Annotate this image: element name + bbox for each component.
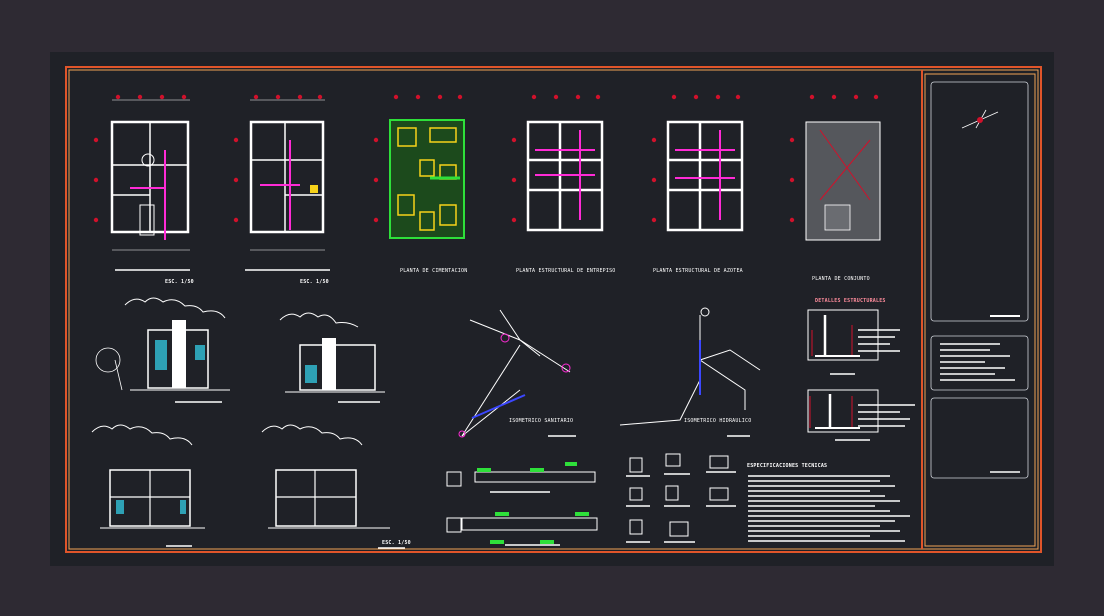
fixture-details — [626, 453, 736, 543]
north-arrow-icon — [961, 109, 999, 129]
plan4-title-label: PLANTA ESTRUCTURAL DE ENTREPISO — [516, 268, 616, 274]
foundation-plan — [389, 119, 465, 239]
plan6-title-label: PLANTA DE CONJUNTO — [812, 276, 870, 282]
frame-inner — [68, 69, 1039, 550]
plan2-scale-label: ESC. 1/50 — [300, 279, 329, 285]
elevation-front — [95, 297, 230, 403]
specs-text-block — [748, 475, 910, 542]
title-block-text-lines — [940, 343, 1020, 473]
elevation-side — [279, 312, 385, 403]
title-block-middle — [930, 335, 1029, 391]
frame-outer — [65, 66, 1042, 553]
section2-scale-label: ESC. 1/50 — [382, 540, 411, 546]
plan1-scale-label: ESC. 1/50 — [165, 279, 194, 285]
plan5-title-label: PLANTA ESTRUCTURAL DE AZOTEA — [653, 268, 743, 274]
iso-hydraulic-title: ISOMETRICO HIDRAULICO — [684, 418, 752, 424]
details-title-label: DETALLES ESTRUCTURALES — [815, 298, 886, 304]
tree-icon — [95, 347, 123, 391]
section-a — [100, 469, 205, 547]
specs-title-label: ESPECIFICACIONES TECNICAS — [747, 463, 828, 469]
cloud-icon — [91, 424, 363, 446]
grid-axis-markers — [93, 94, 879, 223]
title-block-top — [930, 81, 1029, 322]
title-block-frame — [924, 73, 1036, 547]
iso-sanitary-title: ISOMETRICO SANITARIO — [509, 418, 574, 424]
sheet-area — [50, 52, 1054, 566]
title-block-bottom — [930, 397, 1029, 479]
structural-plan-roof — [666, 120, 744, 232]
plan3-title-label: PLANTA DE CIMENTACION — [400, 268, 468, 274]
section-b — [268, 469, 405, 549]
site-plan — [805, 121, 881, 241]
structural-details — [807, 309, 915, 441]
beam-details — [446, 462, 598, 546]
isometric-sanitary — [458, 309, 576, 438]
floor-plan-ground — [110, 99, 190, 251]
floor-plan-upper — [249, 99, 325, 251]
structural-plan-floor — [526, 120, 604, 232]
isometric-hydraulic — [619, 307, 761, 437]
